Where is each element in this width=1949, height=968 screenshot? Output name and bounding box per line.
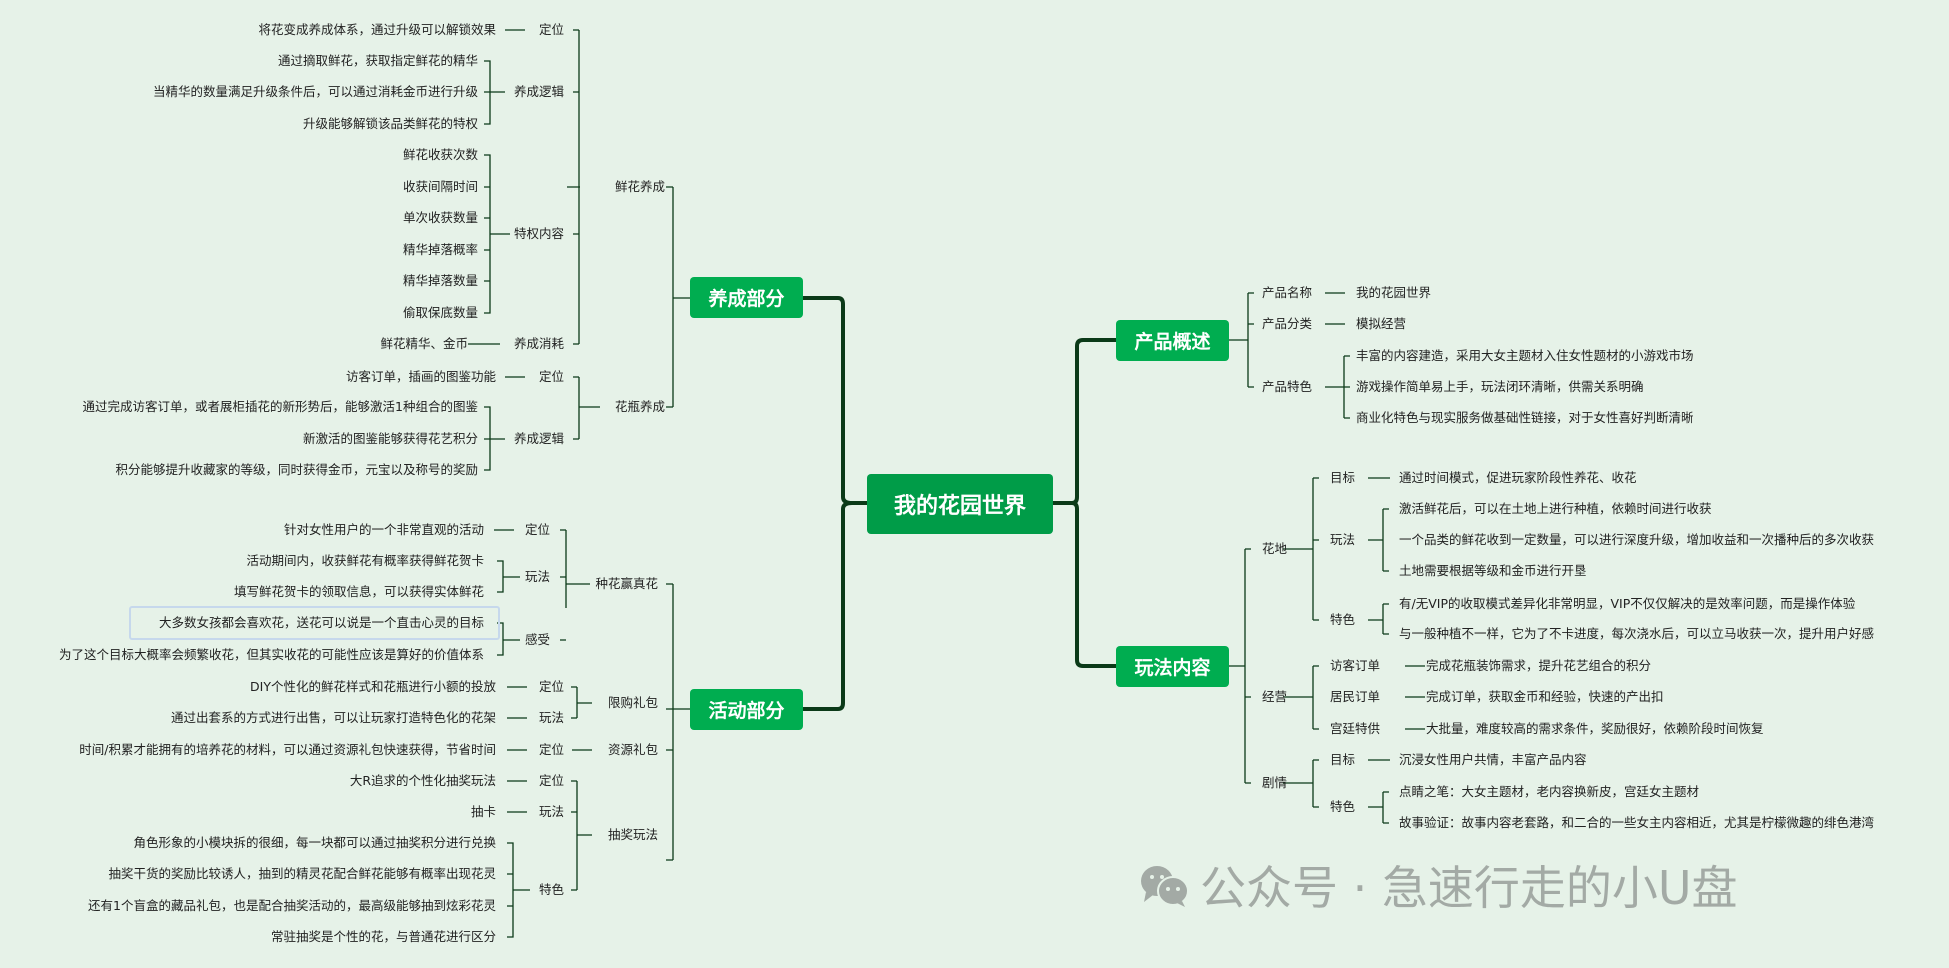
topic-resident-order[interactable]: 居民订单 [1330,689,1381,704]
node-gameplay[interactable]: 玩法内容 [1116,646,1229,687]
topic-business[interactable]: 经营 [1262,689,1288,704]
topic-visitor-order[interactable]: 访客订单 [1330,658,1381,673]
leaf-palace-supply[interactable]: 大批量，难度较高的需求条件，奖励很好，依赖阶段时间恢复 [1426,721,1764,736]
leaf-story-feature-2[interactable]: 故事验证：故事内容老套路，和二合的一些女主内容相近，尤其是柠檬微趣的绯色港湾 [1399,815,1875,830]
leaf-field-goal[interactable]: 通过时间模式，促进玩家阶段性养花、收花 [1399,470,1637,485]
leaf-lottery-feature-3[interactable]: 还有1个盲盒的藏品礼包，也是配合抽奖活动的，最高级能够抽到炫彩花灵 [88,898,496,913]
topic-flower-cultivation[interactable]: 鲜花养成 [614,179,665,194]
topic-story-goal[interactable]: 目标 [1330,752,1356,767]
topic-product-features[interactable]: 产品特色 [1262,379,1313,394]
leaf-privilege-1[interactable]: 鲜花收获次数 [402,147,478,162]
leaf-cost[interactable]: 鲜花精华、金币 [380,336,468,351]
leaf-product-feature-2[interactable]: 游戏操作简单易上手，玩法闭环清晰，供需关系明确 [1356,379,1644,394]
topic-real-flower-play[interactable]: 玩法 [524,569,550,584]
leaf-field-feature-2[interactable]: 与一般种植不一样，它为了不卡进度，每次浇水后，可以立马收获一次，提升用户好感 [1399,626,1875,641]
topic-palace-supply[interactable]: 宫廷特供 [1330,721,1381,736]
leaf-story-goal[interactable]: 沉浸女性用户共情，丰富产品内容 [1399,752,1587,767]
leaf-real-flower-play-2[interactable]: 填写鲜花贺卡的领取信息，可以获得实体鲜花 [233,584,484,599]
leaf-field-play-3[interactable]: 土地需要根据等级和金币进行开垦 [1399,563,1587,578]
activity-label: 活动部分 [708,700,785,722]
leaf-lottery-play[interactable]: 抽卡 [470,804,496,819]
topic-real-flower-position[interactable]: 定位 [524,522,550,537]
leaf-story-feature-1[interactable]: 点睛之笔：大女主题材，老内容换新皮，宫廷女主题材 [1399,784,1700,799]
leaf-product-feature-3[interactable]: 商业化特色与现实服务做基础性链接，对于女性喜好判断清晰 [1356,410,1694,425]
leaf-lottery-position[interactable]: 大R追求的个性化抽奖玩法 [349,773,496,788]
topic-field[interactable]: 花地 [1262,541,1288,556]
topic-field-feature[interactable]: 特色 [1330,612,1356,627]
node-cultivation[interactable]: 养成部分 [690,277,803,318]
leaf-field-feature-1[interactable]: 有/无VIP的收取模式差异化非常明显，VIP不仅仅解决的是效率问题，而是操作体验 [1399,596,1856,611]
node-activity[interactable]: 活动部分 [690,689,803,730]
wechat-icon [1141,866,1189,907]
leaf-vase-position[interactable]: 访客订单，插画的图鉴功能 [345,369,496,384]
leaf-real-flower-play-1[interactable]: 活动期间内，收获鲜花有概率获得鲜花贺卡 [246,553,484,568]
topic-field-goal[interactable]: 目标 [1330,470,1356,485]
leaf-product-name[interactable]: 我的花园世界 [1356,285,1432,300]
node-overview[interactable]: 产品概述 [1116,320,1229,361]
leaf-resource-position[interactable]: 时间/积累才能拥有的培养花的材料，可以通过资源礼包快速获得，节省时间 [79,742,496,757]
topic-privileges[interactable]: 特权内容 [513,226,564,241]
topic-product-name[interactable]: 产品名称 [1262,285,1313,300]
leaf-lottery-feature-2[interactable]: 抽奖干货的奖励比较诱人，抽到的精灵花配合鲜花能够有概率出现花灵 [108,866,496,881]
topic-cost[interactable]: 养成消耗 [513,336,564,351]
topic-real-flower-feeling[interactable]: 感受 [524,632,550,647]
topic-resource-position[interactable]: 定位 [538,742,564,757]
leaf-flower-logic-1[interactable]: 通过摘取鲜花，获取指定鲜花的精华 [277,53,478,68]
watermark: 公众号 · 急速行走的小U盘 [1140,852,1738,918]
topic-lottery-play[interactable]: 玩法 [538,804,564,819]
topic-resource-pack[interactable]: 资源礼包 [607,742,658,757]
leaf-flower-position[interactable]: 将花变成养成体系，通过升级可以解锁效果 [258,22,496,37]
leaf-real-flower-position[interactable]: 针对女性用户的一个非常直观的活动 [283,522,484,537]
leaf-vase-logic-2[interactable]: 新激活的图鉴能够获得花艺积分 [302,431,478,446]
topic-lottery-position[interactable]: 定位 [538,773,564,788]
topic-flower-position[interactable]: 定位 [538,22,564,37]
root-node[interactable]: 我的花园世界 [867,474,1053,534]
watermark-text: 公众号 · 急速行走的小U盘 [1200,861,1738,915]
topic-flower-logic[interactable]: 养成逻辑 [513,84,564,99]
topic-story-feature[interactable]: 特色 [1330,799,1356,814]
leaf-resident-order[interactable]: 完成订单，获取金币和经验，快速的产出扣 [1426,689,1664,704]
leaf-lottery-feature-4[interactable]: 常驻抽奖是个性的花，与普通花进行区分 [270,929,496,944]
topic-lottery-feature[interactable]: 特色 [538,882,564,897]
leaf-flower-logic-3[interactable]: 升级能够解锁该品类鲜花的特权 [302,116,478,131]
leaf-privilege-4[interactable]: 精华掉落概率 [402,242,478,257]
leaf-limited-position[interactable]: DIY个性化的鲜花样式和花瓶进行小额的投放 [250,679,496,694]
root-label: 我的花园世界 [893,494,1026,519]
topic-limited-pack[interactable]: 限购礼包 [607,695,658,710]
topic-limited-position[interactable]: 定位 [538,679,564,694]
topic-real-flower[interactable]: 种花赢真花 [595,576,658,591]
leaf-vase-logic-3[interactable]: 积分能够提升收藏家的等级，同时获得金币，元宝以及称号的奖励 [115,462,478,477]
leaf-product-feature-1[interactable]: 丰富的内容建造，采用大女主题材入住女性题材的小游戏市场 [1356,348,1694,363]
topic-limited-play[interactable]: 玩法 [538,710,564,725]
leaf-flower-logic-2[interactable]: 当精华的数量满足升级条件后，可以通过消耗金币进行升级 [152,84,478,99]
topic-vase-cultivation[interactable]: 花瓶养成 [614,399,665,414]
leaf-vase-logic-1[interactable]: 通过完成访客订单，或者展柜插花的新形势后，能够激活1种组合的图鉴 [82,399,478,414]
topic-vase-position[interactable]: 定位 [538,369,564,384]
topic-product-category[interactable]: 产品分类 [1262,316,1313,331]
leaf-privilege-6[interactable]: 偷取保底数量 [402,305,478,320]
topic-story[interactable]: 剧情 [1262,775,1288,790]
topic-vase-logic[interactable]: 养成逻辑 [513,431,564,446]
topic-field-play[interactable]: 玩法 [1330,532,1356,547]
leaf-product-category[interactable]: 模拟经营 [1356,316,1407,331]
leaf-field-play-2[interactable]: 一个品类的鲜花收到一定数量，可以进行深度升级，增加收益和一次播种后的多次收获 [1399,532,1875,547]
leaf-real-flower-feeling-2[interactable]: 为了这个目标大概率会频繁收花，但其实收花的可能性应该是算好的价值体系 [58,647,484,662]
selected-node-highlight [129,606,500,640]
leaf-privilege-3[interactable]: 单次收获数量 [402,210,478,225]
leaf-limited-play[interactable]: 通过出套系的方式进行出售，可以让玩家打造特色化的花架 [170,710,496,725]
leaf-lottery-feature-1[interactable]: 角色形象的小模块拆的很细，每一块都可以通过抽奖积分进行兑换 [133,835,496,850]
leaf-privilege-5[interactable]: 精华掉落数量 [402,273,478,288]
gameplay-label: 玩法内容 [1134,657,1211,679]
leaf-real-flower-feeling-1[interactable]: 大多数女孩都会喜欢花，送花可以说是一个直击心灵的目标 [158,615,484,630]
topic-lottery[interactable]: 抽奖玩法 [607,827,658,842]
leaf-visitor-order[interactable]: 完成花瓶装饰需求，提升花艺组合的积分 [1426,658,1652,673]
leaf-privilege-2[interactable]: 收获间隔时间 [402,179,478,194]
cultivation-label: 养成部分 [708,288,785,310]
leaf-field-play-1[interactable]: 激活鲜花后，可以在土地上进行种植，依赖时间进行收获 [1399,501,1712,516]
overview-label: 产品概述 [1134,331,1211,353]
